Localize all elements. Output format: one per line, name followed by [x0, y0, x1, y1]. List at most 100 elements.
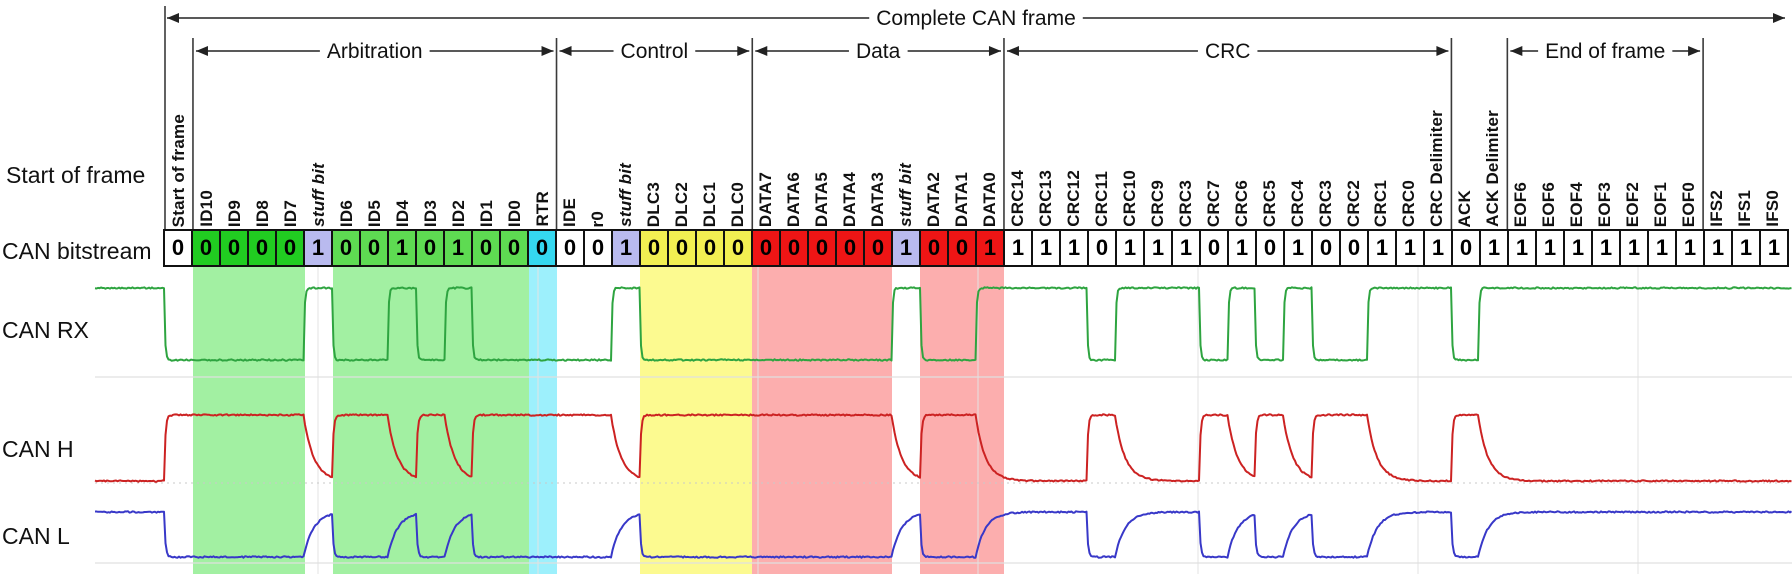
bit-field-label: CRC11 — [1088, 40, 1116, 227]
bit-field-label: stuff bit — [892, 40, 920, 227]
bit-cell: 0 — [751, 231, 779, 265]
bit-field-label-text: stuff bit — [616, 163, 636, 227]
bit-cell: 0 — [191, 231, 219, 265]
can-bitstream-row-label: CAN bitstream — [2, 238, 152, 264]
bit-field-label: DATA0 — [976, 40, 1004, 227]
bit-field-label-text: CRC0 — [1399, 179, 1419, 227]
bit-cell: 1 — [1759, 231, 1787, 265]
bit-field-label-text: DLC1 — [700, 181, 720, 227]
bit-cell: 0 — [1311, 231, 1339, 265]
bit-field-label: ID7 — [277, 40, 305, 227]
bit-field-label: CRC10 — [1116, 40, 1144, 227]
bit-cell: 1 — [1563, 231, 1591, 265]
bit-cell: 0 — [1339, 231, 1367, 265]
bit-field-label-text: CRC3 — [1175, 179, 1195, 227]
bit-field-label-text: EOF0 — [1679, 181, 1699, 227]
bit-field-label: ID1 — [473, 40, 501, 227]
bit-field-label-text: EOF3 — [1595, 181, 1615, 227]
bit-field-label: IDE — [557, 40, 585, 227]
bit-cell: 1 — [1227, 231, 1255, 265]
can-h-row-label: CAN H — [2, 436, 74, 462]
bit-field-label-text: DATA4 — [840, 171, 860, 227]
bit-field-label: ID6 — [333, 40, 361, 227]
bit-field-label-text: DATA2 — [924, 171, 944, 227]
bit-field-label: RTR — [529, 40, 557, 227]
bit-cell: 0 — [947, 231, 975, 265]
bit-field-label: CRC14 — [1004, 40, 1032, 227]
bit-field-label-text: ID4 — [392, 199, 412, 227]
bit-field-label-text: EOF6 — [1511, 181, 1531, 227]
bit-field-label: r0 — [584, 40, 612, 227]
bit-field-label-text: CRC5 — [1259, 179, 1279, 227]
bit-cell: 1 — [1675, 231, 1703, 265]
bit-field-label-text: IFS0 — [1763, 190, 1782, 227]
bit-field-label: CRC0 — [1395, 40, 1423, 227]
bit-field-label: CRC2 — [1340, 40, 1368, 227]
bit-field-label: CRC1 — [1368, 40, 1396, 227]
bit-cell: 1 — [1479, 231, 1507, 265]
bit-cell: 0 — [1451, 231, 1479, 265]
bit-field-label: ID3 — [417, 40, 445, 227]
bit-field-label: ID8 — [249, 40, 277, 227]
bit-cell: 1 — [1059, 231, 1087, 265]
bit-field-label-text: CRC10 — [1119, 170, 1139, 227]
bit-field-label-text: DATA1 — [952, 171, 971, 227]
bit-cell: 1 — [1703, 231, 1731, 265]
bit-field-label: ACK — [1451, 40, 1479, 227]
bit-field-label-text: ID2 — [448, 199, 468, 227]
bit-field-label: CRC9 — [1144, 40, 1172, 227]
bit-field-label: CRC13 — [1032, 40, 1060, 227]
bit-cell: 0 — [695, 231, 723, 265]
bit-field-label: DATA2 — [920, 40, 948, 227]
bit-field-label: DLC3 — [640, 40, 668, 227]
bit-cell: 0 — [639, 231, 667, 265]
bit-field-label-text: DATA7 — [756, 171, 776, 227]
bit-field-label: ID2 — [445, 40, 473, 227]
bit-cell: 1 — [1115, 231, 1143, 265]
bit-cell: 1 — [1535, 231, 1563, 265]
bit-field-label: DATA6 — [780, 40, 808, 227]
bit-field-label: CRC Delimiter — [1423, 40, 1451, 227]
bit-field-label: IFS0 — [1759, 40, 1787, 227]
bit-cell: 1 — [1507, 231, 1535, 265]
bit-field-label: EOF6 — [1507, 40, 1535, 227]
bit-field-label-text: CRC11 — [1091, 171, 1111, 227]
bit-field-label: DLC0 — [724, 40, 752, 227]
bit-cell: 0 — [1087, 231, 1115, 265]
bit-field-label-text: CRC6 — [1231, 179, 1251, 227]
bit-cell: 1 — [1619, 231, 1647, 265]
bit-field-label: ID0 — [501, 40, 529, 227]
bit-cell: 1 — [1591, 231, 1619, 265]
bit-cell: 0 — [415, 231, 443, 265]
bit-cell: 1 — [1423, 231, 1451, 265]
bit-field-label: DATA5 — [808, 40, 836, 227]
bit-field-label: EOF1 — [1647, 40, 1675, 227]
bit-cell: 1 — [611, 231, 639, 265]
bit-field-label: CRC4 — [1284, 40, 1312, 227]
bit-cell: 1 — [1395, 231, 1423, 265]
bit-cell: 0 — [723, 231, 751, 265]
bit-field-label-text: DATA0 — [979, 171, 999, 227]
bit-field-label: DATA3 — [864, 40, 892, 227]
bit-field-label: CRC12 — [1060, 40, 1088, 227]
bit-field-label: CRC7 — [1200, 40, 1228, 227]
bit-cell: 0 — [219, 231, 247, 265]
bit-field-label-text: CRC Delimiter — [1427, 110, 1447, 227]
bit-cell: 0 — [1255, 231, 1283, 265]
bit-cell: 0 — [919, 231, 947, 265]
bit-field-label-text: ID6 — [336, 199, 356, 227]
bit-field-label-text: ID0 — [504, 199, 524, 227]
bit-cell: 1 — [303, 231, 331, 265]
bit-field-label: ID9 — [221, 40, 249, 227]
bit-field-label-text: CRC9 — [1147, 179, 1167, 227]
bit-field-label: EOF4 — [1563, 40, 1591, 227]
bit-field-label: DATA4 — [836, 40, 864, 227]
bit-field-label-text: ID7 — [280, 199, 300, 227]
bit-field-label-text: stuff bit — [896, 163, 916, 227]
bit-field-label-text: ID1 — [476, 199, 496, 227]
bit-field-label-text: CRC2 — [1343, 179, 1363, 227]
bit-field-label-text: CRC4 — [1287, 179, 1307, 227]
bit-field-label: CRC3 — [1172, 40, 1200, 227]
